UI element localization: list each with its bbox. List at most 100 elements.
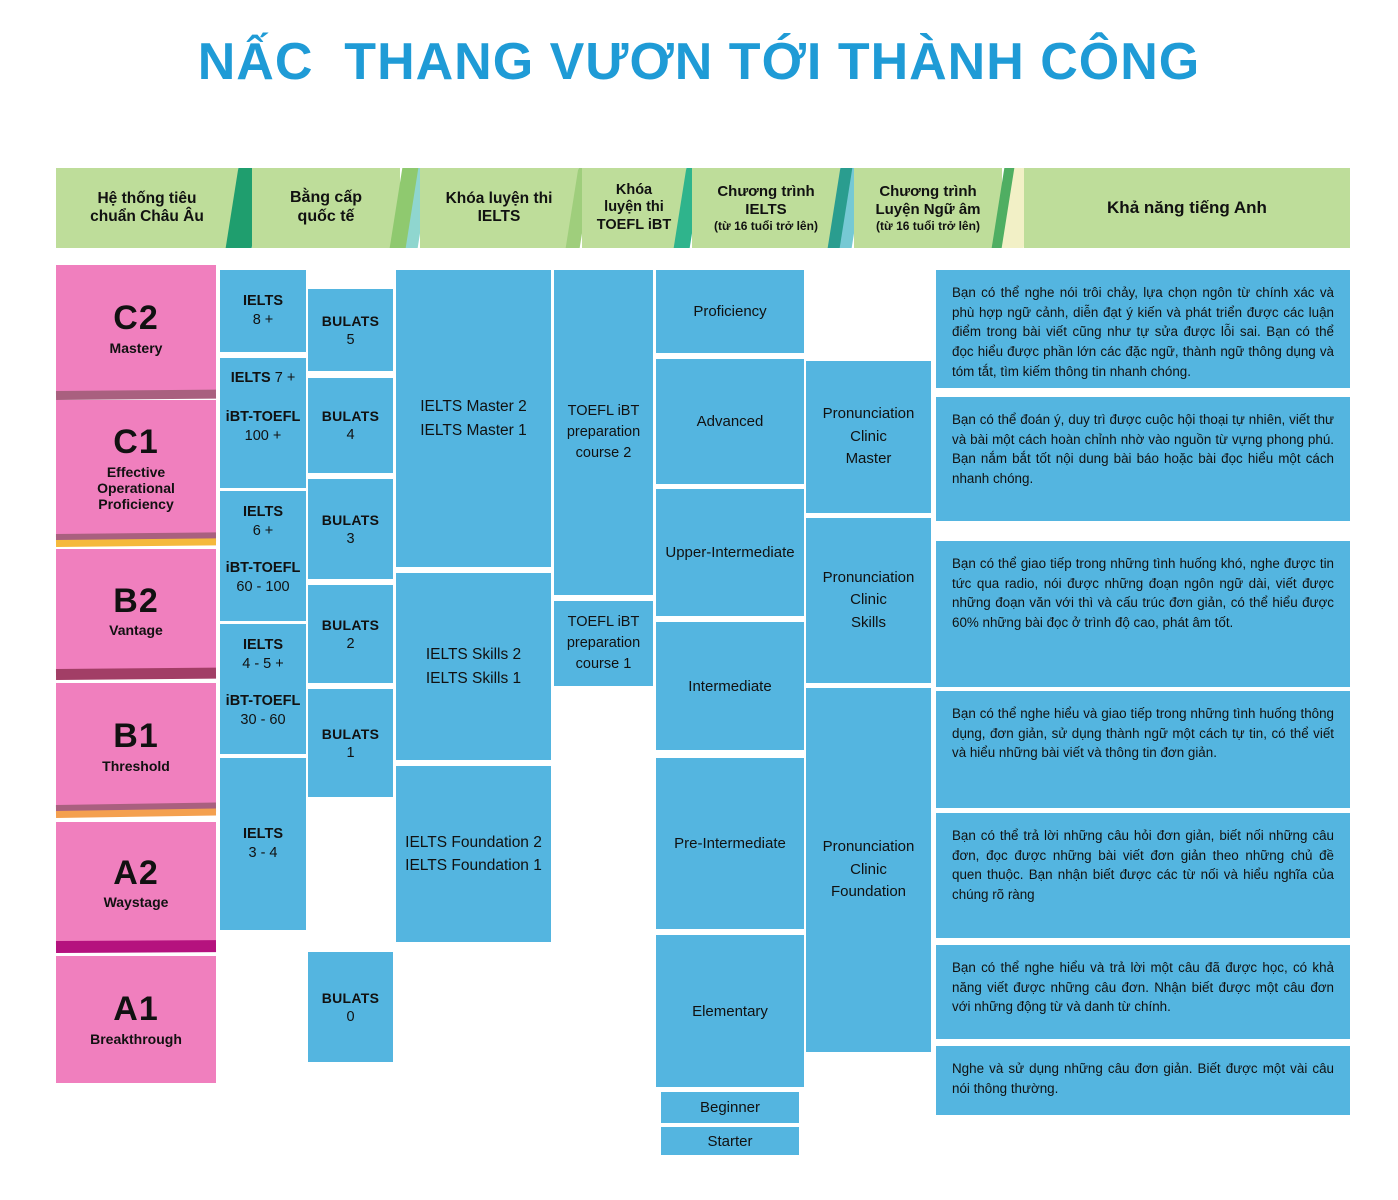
description-b1[interactable]: Bạn có thể nghe hiểu và giao tiếp trong … (936, 691, 1350, 808)
header-label: Khóa luyện thi IELTS (445, 189, 553, 225)
qual-score: 4 - 5 + (242, 655, 284, 672)
bulats-cell-3[interactable]: BULATS 3 (308, 479, 393, 579)
header-bg-7 (1024, 168, 1350, 248)
cefr-code: A2 (113, 853, 159, 892)
qual-name: IELTS (242, 293, 283, 310)
toefl-course-2[interactable]: TOEFL iBT preparation course 2 (554, 270, 653, 595)
description-a1-upper[interactable]: Bạn có thể nghe hiểu và trả lời một câu … (936, 945, 1350, 1039)
bulats-cell-2[interactable]: BULATS 2 (308, 585, 393, 683)
cefr-divider-4-accent (55, 808, 217, 818)
header-band: Hệ thống tiêu chuẩn Châu Âu Bằng cấp quố… (56, 168, 1350, 248)
cefr-cell-c2[interactable]: C2 Mastery (56, 265, 216, 392)
bulats-level: 1 (346, 744, 355, 761)
description-a2[interactable]: Bạn có thể trả lời những câu hỏi đơn giả… (936, 813, 1350, 938)
qual-score: 8 + (252, 312, 274, 328)
qual-cell-ielts-7[interactable]: IELTS 7 + iBT-TOEFL 100 + (220, 358, 306, 488)
course-line-1: IELTS Foundation 2 (405, 833, 542, 851)
bulats-level: 0 (346, 1008, 355, 1025)
cefr-cell-b2[interactable]: B2 Vantage (56, 549, 216, 673)
bulats-level: 5 (346, 331, 355, 348)
ielts-course-master[interactable]: IELTS Master 2 IELTS Master 1 (396, 270, 551, 567)
description-text: Bạn có thể đoán ý, duy trì được cuộc hội… (952, 412, 1334, 487)
levels-chart: C2 Mastery C1 Effective Operational Prof… (55, 265, 1350, 1160)
level-elementary[interactable]: Elementary (656, 935, 804, 1087)
cefr-code: B1 (113, 717, 159, 756)
header-bg-1 (56, 168, 238, 248)
pronunciation-foundation[interactable]: Pronunciation Clinic Foundation (806, 688, 931, 1052)
description-b2[interactable]: Bạn có thể giao tiếp trong những tình hu… (936, 541, 1350, 687)
description-c2[interactable]: Bạn có thể nghe nói trôi chảy, lựa chọn … (936, 270, 1350, 388)
cefr-cell-a1[interactable]: A1 Breakthrough (56, 956, 216, 1083)
cefr-name: Breakthrough (90, 1030, 182, 1047)
qual-score: 100 + (244, 427, 282, 444)
bulats-name: BULATS (321, 725, 380, 742)
description-c1[interactable]: Bạn có thể đoán ý, duy trì được cuộc hội… (936, 397, 1350, 521)
pronunciation-skills[interactable]: Pronunciation Clinic Skills (806, 518, 931, 683)
bulats-cell-1[interactable]: BULATS 1 (308, 689, 393, 797)
pronunciation-master[interactable]: Pronunciation Clinic Master (806, 361, 931, 513)
qual-cell-ielts-6[interactable]: IELTS 6 + iBT-TOEFL 60 - 100 (220, 491, 306, 621)
bulats-cell-5[interactable]: BULATS 5 (308, 289, 393, 371)
qual-score: 7 + (274, 370, 296, 386)
level-pre-intermediate[interactable]: Pre-Intermediate (656, 758, 804, 929)
ielts-course-skills[interactable]: IELTS Skills 2 IELTS Skills 1 (396, 573, 551, 760)
header-col-toefl-prep: Khóa luyện thi TOEFL iBT (582, 168, 686, 248)
pronunciation-label: Pronunciation Clinic Master (822, 405, 915, 468)
cefr-cell-a2[interactable]: A2 Waystage (56, 822, 216, 944)
level-intermediate[interactable]: Intermediate (656, 622, 804, 750)
level-beginner[interactable]: Beginner (661, 1092, 799, 1123)
toefl-course-1[interactable]: TOEFL iBT preparation course 1 (554, 601, 653, 686)
level-upper-intermediate[interactable]: Upper-Intermediate (656, 489, 804, 616)
cefr-code: C2 (113, 299, 159, 338)
qual-score: 60 - 100 (236, 578, 290, 595)
header-note: (từ 16 tuổi trở lên) (876, 218, 980, 233)
bulats-level: 2 (346, 635, 355, 652)
level-starter[interactable]: Starter (661, 1127, 799, 1155)
qual-cell-ielts-34[interactable]: IELTS 3 - 4 (220, 758, 306, 930)
cefr-cell-b1[interactable]: B1 Threshold (56, 683, 216, 810)
header-label: Hệ thống tiêu chuẩn Châu Âu (90, 189, 204, 225)
description-a1-lower[interactable]: Nghe và sử dụng những câu đơn giản. Biết… (936, 1046, 1350, 1115)
ielts-course-foundation[interactable]: IELTS Foundation 2 IELTS Foundation 1 (396, 766, 551, 942)
qual-cell-ielts-8[interactable]: IELTS 8 + (220, 270, 306, 352)
description-text: Bạn có thể trả lời những câu hỏi đơn giả… (952, 828, 1334, 903)
qual-name: iBT-TOEFL (225, 409, 301, 425)
cefr-divider-2-accent (55, 538, 217, 547)
bulats-name: BULATS (321, 511, 380, 528)
header-col-pronunciation-program: Chương trình Luyện Ngữ âm (từ 16 tuổi tr… (854, 168, 1002, 248)
bulats-cell-4[interactable]: BULATS 4 (308, 378, 393, 473)
bulats-level: 4 (346, 427, 355, 443)
header-bg-6 (854, 168, 1002, 248)
qual-name: IELTS (242, 826, 283, 843)
qual-ielts7: IELTS 7 + (231, 370, 296, 386)
level-label: Pre-Intermediate (674, 835, 786, 852)
level-label: Starter (707, 1132, 753, 1150)
level-label: Proficiency (693, 303, 767, 320)
description-text: Bạn có thể nghe hiểu và giao tiếp trong … (952, 706, 1334, 761)
bulats-level: 3 (346, 530, 355, 547)
qual-name: iBT-TOEFL (225, 692, 301, 709)
level-label: Elementary (692, 1002, 768, 1020)
description-text: Bạn có thể nghe nói trôi chảy, lựa chọn … (952, 285, 1334, 379)
cefr-cell-c1[interactable]: C1 Effective Operational Proficiency (56, 400, 216, 537)
cefr-divider-1 (55, 389, 217, 400)
qual-cell-ielts-45[interactable]: IELTS 4 - 5 + iBT-TOEFL 30 - 60 (220, 624, 306, 754)
header-bg-5 (692, 168, 840, 248)
qual-name: IELTS (230, 370, 271, 386)
header-label: Khóa luyện thi TOEFL iBT (596, 182, 672, 233)
cefr-name: Vantage (109, 622, 163, 639)
course-line-2: IELTS Skills 1 (425, 669, 522, 687)
level-advanced[interactable]: Advanced (656, 359, 804, 484)
bulats-name: BULATS (321, 989, 380, 1006)
column-pronunciation: Pronunciation Clinic Master Pronunciatio… (806, 265, 931, 1085)
cefr-code: C1 (113, 423, 159, 462)
course-line-2: IELTS Foundation 1 (405, 857, 542, 874)
description-text: Bạn có thể nghe hiểu và trả lời một câu … (952, 960, 1334, 1015)
level-proficiency[interactable]: Proficiency (656, 270, 804, 353)
qual-name: IELTS (242, 504, 283, 520)
header-label: Chương trình Luyện Ngữ âm (875, 183, 981, 218)
bulats-cell-0[interactable]: BULATS 0 (308, 952, 393, 1062)
toefl-course-label: TOEFL iBT preparation course 1 (566, 613, 641, 672)
bulats-name: BULATS (321, 408, 380, 424)
header-bg-2 (252, 168, 400, 248)
